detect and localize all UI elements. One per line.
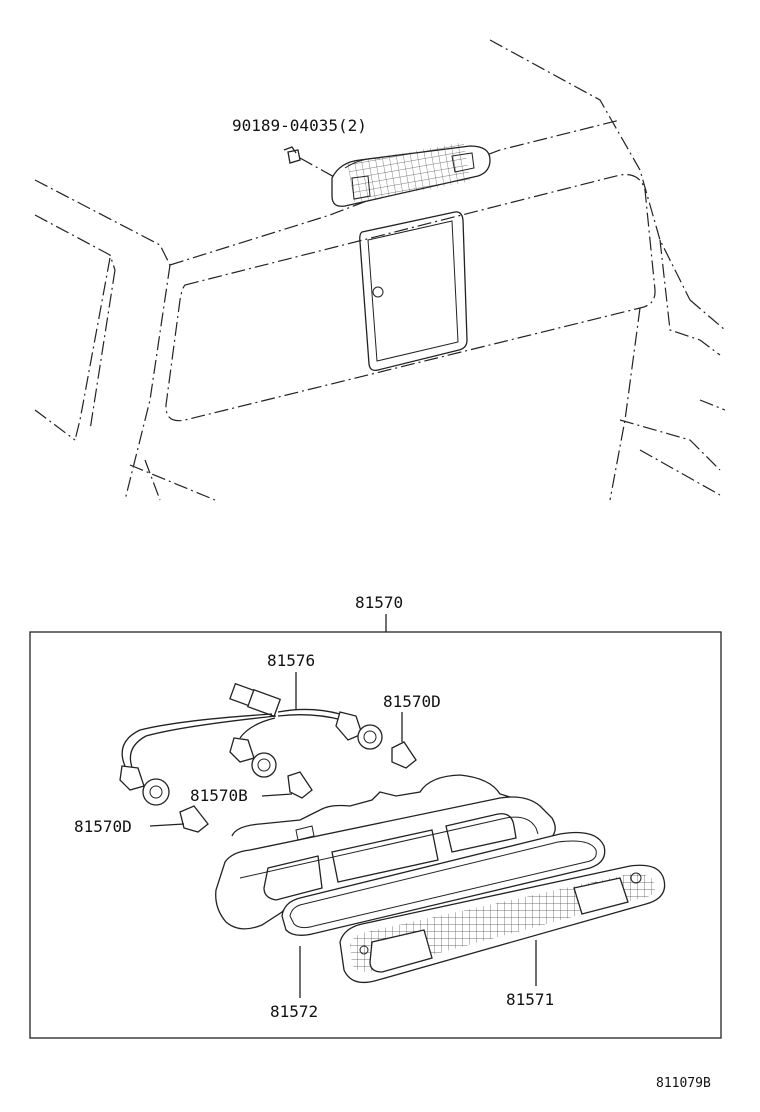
truck-cab-illustration xyxy=(34,39,726,501)
wire-harness-part-number: 81576 xyxy=(267,651,315,670)
gasket-part-number: 81572 xyxy=(270,1002,318,1021)
bulb-b-part-number: 81570B xyxy=(190,786,248,805)
bulb-d-left-part-number: 81570D xyxy=(74,817,132,836)
bulb-b-leader xyxy=(261,793,293,797)
assembly-frame xyxy=(29,631,722,1039)
bulb-d-right-part-number: 81570D xyxy=(383,692,441,711)
wire-harness xyxy=(119,682,383,806)
bolt-leader-line xyxy=(299,157,337,179)
lamp-gasket xyxy=(281,831,606,936)
bolt-icon xyxy=(283,146,301,164)
bulb-right xyxy=(391,741,417,769)
bulb-d-left-leader xyxy=(149,823,185,827)
high-mount-stop-lamp-installed xyxy=(331,142,491,207)
lamp-lens xyxy=(339,864,666,984)
assembly-part-number: 81570 xyxy=(355,593,403,612)
figure-code: 811079B xyxy=(656,1076,711,1091)
bulb-center xyxy=(287,771,313,799)
bolt-part-number: 90189-04035(2) xyxy=(232,116,367,135)
lens-part-number: 81571 xyxy=(506,990,554,1009)
bulb-left xyxy=(179,805,209,833)
